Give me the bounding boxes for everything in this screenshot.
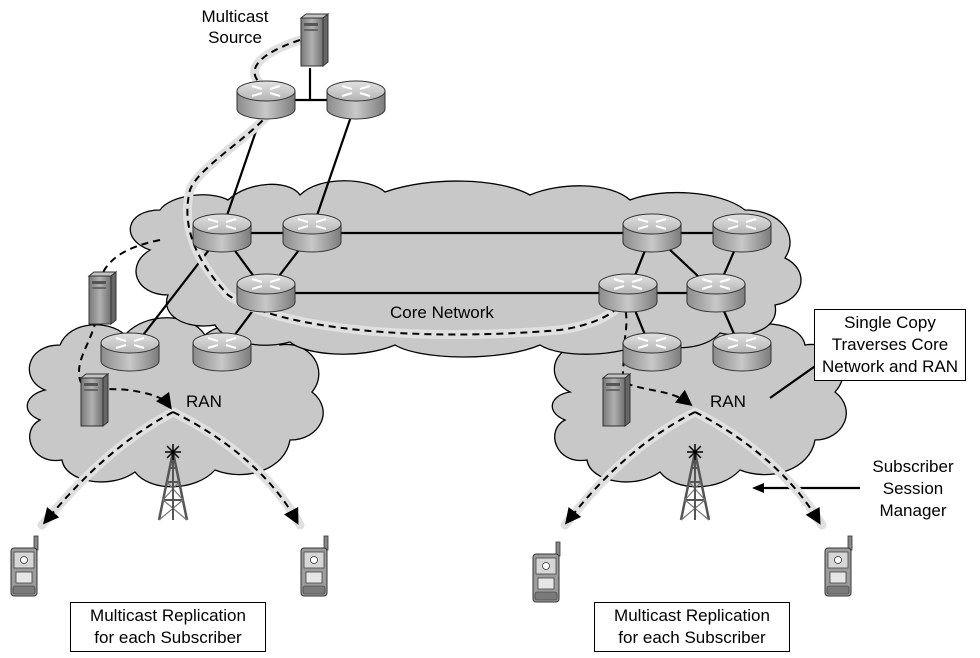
subscriber-session-manager-label: Subscriber Session Manager xyxy=(872,457,954,520)
router-icon xyxy=(192,213,252,253)
router-icon xyxy=(236,273,296,313)
core-network-label: Core Network xyxy=(390,303,494,322)
mobile-phone-icon xyxy=(532,541,561,603)
router-icon xyxy=(326,80,386,120)
router-icon xyxy=(192,332,252,372)
mobile-phone-icon xyxy=(824,535,853,597)
router-icon xyxy=(622,332,682,372)
server-icon xyxy=(88,271,117,325)
router-icon xyxy=(622,213,682,253)
single-copy-callout: Single Copy Traverses Core Network and R… xyxy=(814,309,966,381)
ran-label-left: RAN xyxy=(186,392,222,411)
multicast-source-server-icon xyxy=(300,13,329,67)
router-icon xyxy=(100,332,160,372)
router-icon xyxy=(598,273,658,313)
ran-label-right: RAN xyxy=(710,392,746,411)
router-icon xyxy=(712,332,772,372)
subscriber-session-manager-server-icon xyxy=(80,373,109,427)
subscriber-session-manager-server-icon xyxy=(602,373,631,427)
mobile-phone-icon xyxy=(10,535,39,597)
mobile-phone-icon xyxy=(300,535,329,597)
replication-callout-left: Multicast Replication for each Subscribe… xyxy=(70,602,266,652)
router-icon xyxy=(712,213,772,253)
router-icon xyxy=(236,80,296,120)
router-icon xyxy=(686,273,746,313)
ssm-arrowhead xyxy=(752,483,764,493)
multicast-source-label: Multicast Source xyxy=(201,7,269,47)
replication-callout-right: Multicast Replication for each Subscribe… xyxy=(594,602,790,652)
router-icon xyxy=(282,213,342,253)
